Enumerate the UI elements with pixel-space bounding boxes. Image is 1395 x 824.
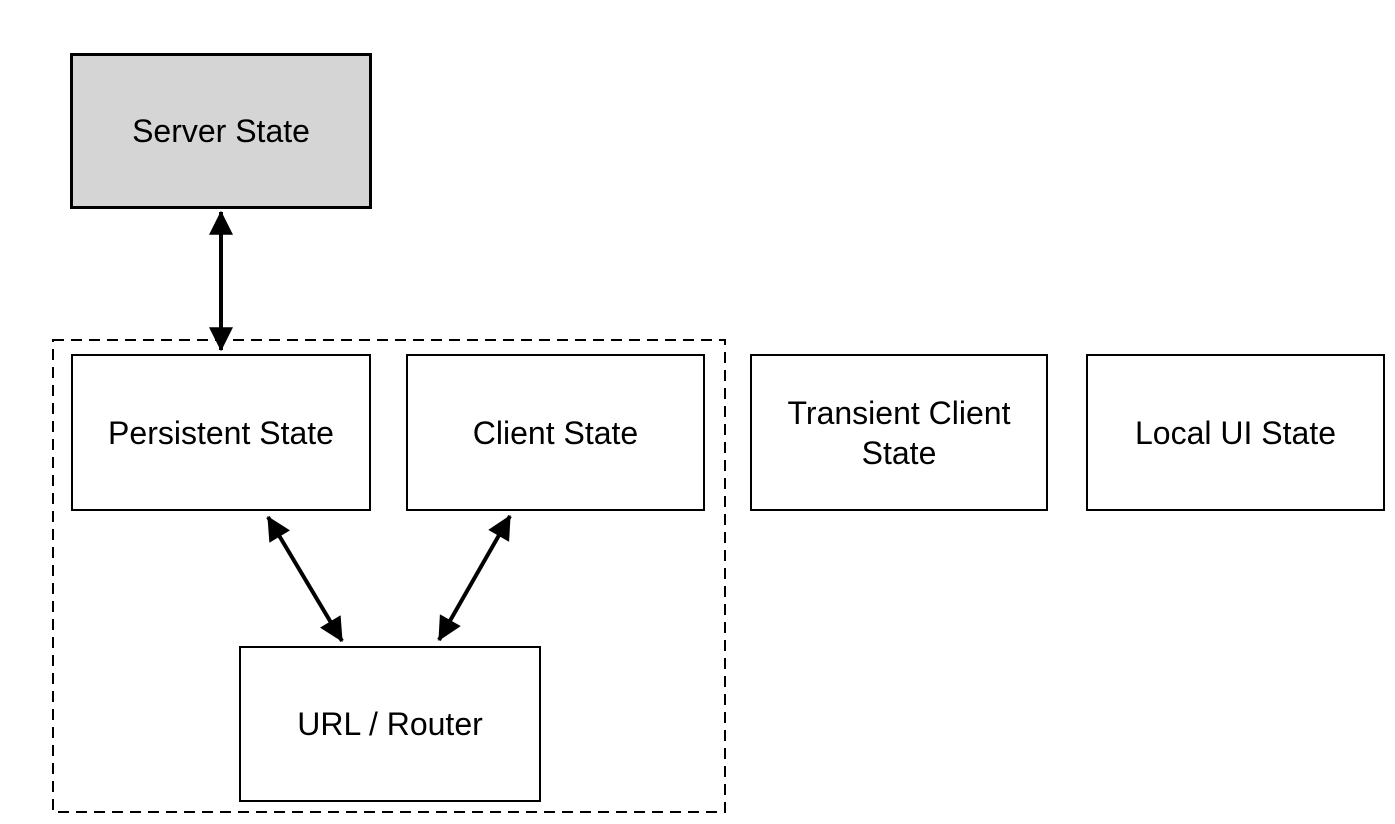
node-transient-client-state: Transient Client State	[750, 354, 1048, 511]
node-persistent-state-label: Persistent State	[108, 414, 334, 451]
node-server-state-label: Server State	[132, 113, 310, 149]
node-client-state: Client State	[406, 354, 705, 511]
node-client-state-label: Client State	[472, 414, 639, 451]
node-local-ui-state-label: Local UI State	[1135, 414, 1336, 451]
node-local-ui-state: Local UI State	[1086, 354, 1385, 511]
node-persistent-state: Persistent State	[71, 354, 371, 511]
arrow-persistent-state-url-router	[266, 515, 344, 643]
node-url-router: URL / Router	[239, 646, 541, 802]
node-transient-client-state-label: Transient Client State	[787, 394, 1011, 471]
node-url-router-label: URL / Router	[297, 706, 483, 742]
node-server-state: Server State	[70, 53, 372, 209]
arrow-client-state-url-router	[437, 514, 512, 642]
